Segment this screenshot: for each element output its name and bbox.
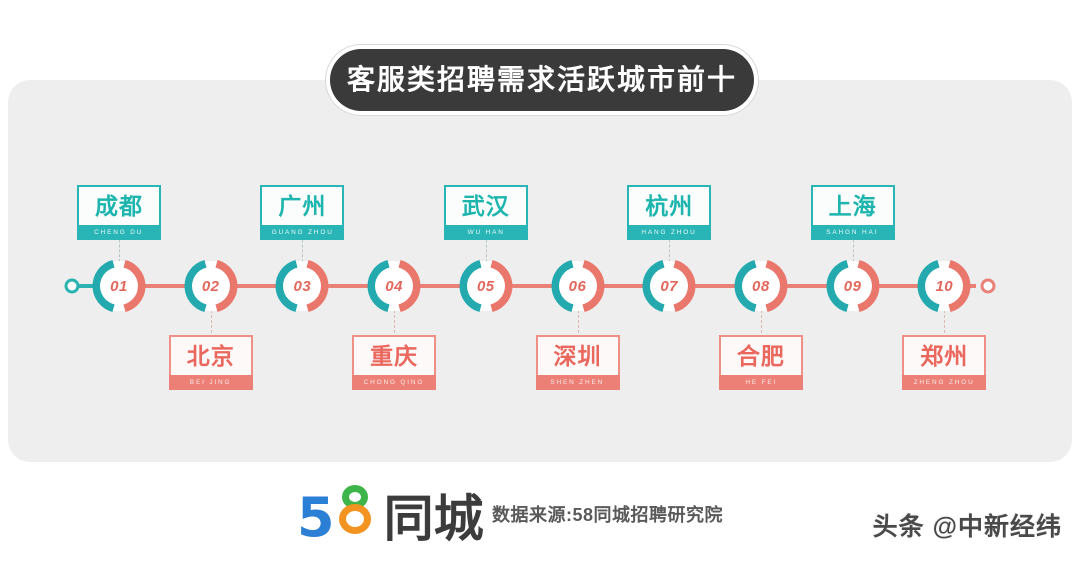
city-plate-杭州: 杭州 HANG ZHOU (627, 185, 712, 240)
city-pinyin: WU HAN (467, 229, 505, 236)
connector-line-01 (119, 230, 120, 262)
timeline-marker-08: 08 (734, 259, 788, 313)
city-plate-box: 成都 (77, 185, 161, 225)
city-plate-box: 上海 (810, 185, 895, 225)
city-name: 深圳 (553, 342, 602, 369)
connector-line-02 (210, 310, 212, 338)
marker-rank-label: 03 (293, 277, 312, 295)
city-plate-重庆: 重庆 CHONG QING (352, 335, 437, 390)
city-plate-成都: 成都 CHENG DU (77, 185, 161, 240)
brand-logo-58tongcheng: 5 同城 (297, 482, 484, 545)
city-pinyin: HANG ZHOU (641, 229, 697, 236)
city-name: 上海 (828, 192, 877, 219)
logo-8-bottom-circle-icon (338, 504, 371, 534)
content-panel (8, 80, 1072, 462)
city-pinyin: BEI JING (189, 379, 232, 386)
logo-digit-8-icon (336, 482, 378, 536)
city-name: 合肥 (736, 342, 785, 369)
connector-line-06 (577, 310, 579, 338)
page-title: 客服类招聘需求活跃城市前十 (330, 49, 754, 111)
city-plate-box: 郑州 (902, 335, 987, 375)
city-plate-郑州: 郑州 ZHENG ZHOU (902, 335, 987, 390)
marker-rank-label: 08 (752, 277, 770, 295)
city-plate-pinyin-strip: ZHENG ZHOU (902, 375, 987, 390)
city-name: 北京 (186, 342, 235, 369)
connector-line-07 (669, 230, 671, 262)
marker-rank-label: 09 (843, 277, 862, 295)
city-plate-上海: 上海 SAHGN HAI (810, 185, 895, 240)
connector-line-08 (760, 310, 762, 338)
city-name: 广州 (278, 192, 327, 219)
city-plate-深圳: 深圳 SHEN ZHEN (535, 335, 620, 390)
connector-line-03 (302, 230, 304, 262)
connector-line-04 (394, 310, 396, 338)
city-plate-box: 武汉 (443, 185, 528, 225)
marker-rank-label: 04 (385, 277, 403, 295)
timeline-marker-06: 06 (551, 259, 605, 313)
marker-rank-label: 06 (568, 277, 587, 295)
city-plate-pinyin-strip: CHONG QING (352, 375, 437, 390)
city-name: 武汉 (461, 192, 510, 219)
logo-brand-name: 同城 (383, 491, 484, 547)
data-source-text: 数据来源:58同城招聘研究院 (492, 505, 724, 525)
city-plate-广州: 广州 GUANG ZHOU (260, 185, 345, 240)
city-pinyin: SAHGN HAI (826, 229, 879, 236)
city-plate-pinyin-strip: SAHGN HAI (810, 225, 895, 240)
city-plate-box: 重庆 (352, 335, 437, 375)
city-name: 郑州 (920, 342, 969, 369)
city-pinyin: CHONG QING (363, 379, 425, 386)
connector-line-05 (485, 230, 487, 262)
city-name: 杭州 (645, 192, 694, 219)
city-name: 重庆 (370, 342, 419, 369)
timeline-marker-07: 07 (642, 259, 696, 313)
marker-rank-label: 02 (201, 277, 220, 295)
city-plate-pinyin-strip: HANG ZHOU (627, 225, 712, 240)
city-pinyin: GUANG ZHOU (271, 229, 334, 236)
city-plate-box: 合肥 (718, 335, 803, 375)
city-pinyin: ZHENG ZHOU (913, 379, 975, 386)
city-plate-合肥: 合肥 HE FEI (718, 335, 803, 390)
city-plate-box: 北京 (168, 335, 253, 375)
marker-rank-label: 01 (110, 277, 128, 295)
timeline-marker-05: 05 (459, 259, 513, 313)
timeline-marker-03: 03 (275, 259, 329, 313)
connector-line-10 (944, 310, 946, 338)
city-plate-pinyin-strip: HE FEI (718, 375, 803, 390)
city-plate-北京: 北京 BEI JING (168, 335, 253, 390)
city-plate-box: 深圳 (535, 335, 620, 375)
watermark-text: 头条 @中新经纬 (872, 513, 1062, 541)
city-plate-pinyin-strip: SHEN ZHEN (535, 375, 620, 390)
timeline-marker-09: 09 (826, 259, 880, 313)
timeline-marker-04: 04 (367, 259, 421, 313)
city-name: 成都 (95, 192, 143, 219)
connector-line-09 (852, 230, 854, 262)
city-plate-pinyin-strip: BEI JING (168, 375, 253, 390)
timeline-marker-01: 01 (92, 259, 146, 313)
page-title-text: 客服类招聘需求活跃城市前十 (346, 64, 737, 95)
city-pinyin: CHENG DU (94, 229, 144, 236)
city-plate-box: 广州 (260, 185, 345, 225)
logo-digit-5: 5 (297, 486, 335, 549)
timeline-marker-02: 02 (184, 259, 238, 313)
city-pinyin: SHEN ZHEN (550, 379, 605, 386)
city-plate-pinyin-strip: WU HAN (443, 225, 528, 240)
marker-rank-label: 07 (660, 277, 679, 295)
marker-rank-label: 05 (476, 277, 495, 295)
city-plate-box: 杭州 (627, 185, 712, 225)
city-plate-pinyin-strip: GUANG ZHOU (260, 225, 345, 240)
city-pinyin: HE FEI (744, 379, 777, 386)
timeline-marker-10: 10 (917, 259, 971, 313)
city-plate-武汉: 武汉 WU HAN (443, 185, 528, 240)
footer: 5 同城 数据来源:58同城招聘研究院 头条 @中新经纬 (0, 482, 1080, 545)
marker-rank-label: 10 (935, 277, 954, 295)
city-plate-pinyin-strip: CHENG DU (77, 225, 161, 240)
